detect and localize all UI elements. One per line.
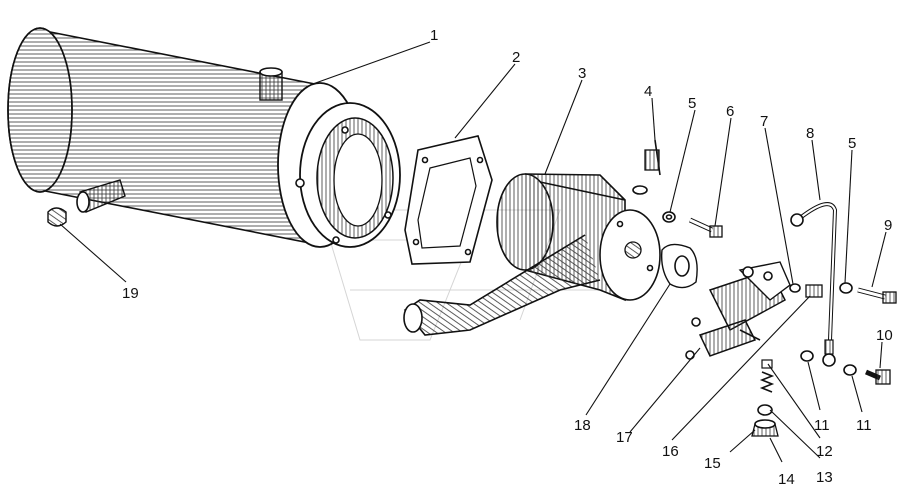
label-part-17: 17 <box>616 429 633 446</box>
label-part-14: 14 <box>778 471 795 488</box>
label-part-11-left: 11 <box>814 417 830 434</box>
label-part-12: 12 <box>816 443 833 460</box>
part-16-17-fuel-pump <box>685 261 791 360</box>
label-part-5-right: 5 <box>848 135 856 152</box>
part-5-washer-right <box>839 282 853 294</box>
part-11-washer-left <box>800 350 814 362</box>
label-part-10: 10 <box>876 327 893 344</box>
label-part-4: 4 <box>644 83 652 100</box>
part-18-flange-gasket <box>660 243 698 289</box>
pump-bolt <box>805 284 823 298</box>
part-10-bolt <box>865 369 891 385</box>
part-7-washer <box>789 283 801 293</box>
label-part-2: 2 <box>512 49 520 66</box>
part-6-bolt <box>688 217 723 238</box>
part-3-burner-assembly <box>403 173 661 336</box>
part-labels: 1 2 3 4 5 6 7 8 5 9 10 11 11 12 13 14 15… <box>122 27 893 488</box>
part-5-washer-left <box>662 211 676 223</box>
label-part-16: 16 <box>662 443 679 460</box>
part-12-filter-spring <box>759 359 775 393</box>
label-part-18: 18 <box>574 417 591 434</box>
part-14-15-cap-nut <box>751 419 779 437</box>
label-part-6: 6 <box>726 103 734 120</box>
part-2-gasket <box>404 135 493 265</box>
part-1-cylinder-body <box>7 27 401 248</box>
leader-lines <box>59 41 887 463</box>
label-part-19: 19 <box>122 285 139 302</box>
part-9-bolt <box>857 287 897 304</box>
label-part-1: 1 <box>430 27 438 44</box>
part-11-washer-right <box>843 364 857 376</box>
part-8-fuel-line <box>790 202 838 367</box>
label-part-13: 13 <box>816 469 833 486</box>
label-part-8: 8 <box>806 125 814 142</box>
label-part-11-right: 11 <box>856 417 872 434</box>
part-13-washer <box>757 404 773 416</box>
part-19-plug-cap <box>47 207 67 227</box>
label-part-3: 3 <box>578 65 586 82</box>
part-4-glow-plug <box>632 139 661 195</box>
label-part-7: 7 <box>760 113 768 130</box>
label-part-15: 15 <box>704 455 721 472</box>
label-part-9: 9 <box>884 217 892 234</box>
label-part-5-left: 5 <box>688 95 696 112</box>
